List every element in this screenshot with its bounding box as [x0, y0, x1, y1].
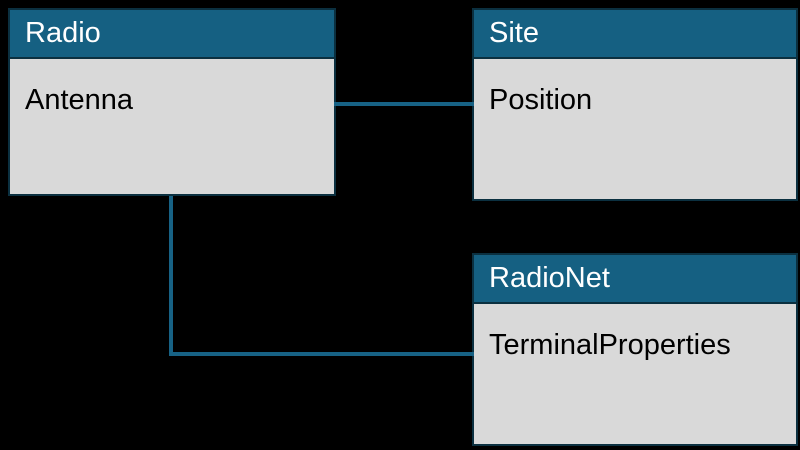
node-radionet-body: TerminalProperties	[474, 304, 796, 365]
node-radionet-title: RadioNet	[489, 262, 610, 294]
node-radio-attribute: Antenna	[25, 84, 134, 116]
node-radio: Radio Antenna	[8, 8, 336, 196]
node-site-attribute: Position	[489, 84, 593, 116]
node-radio-title: Radio	[25, 17, 101, 49]
node-radio-header: Radio	[10, 10, 334, 59]
connector-radio-site	[334, 102, 474, 106]
node-radio-body: Antenna	[10, 59, 334, 120]
node-radionet-attribute: TerminalProperties	[489, 329, 731, 361]
node-radionet: RadioNet TerminalProperties	[472, 253, 798, 446]
connector-radio-radionet-horizontal	[169, 352, 474, 356]
node-site: Site Position	[472, 8, 798, 201]
node-site-body: Position	[474, 59, 796, 120]
connector-radio-radionet-vertical	[169, 196, 173, 356]
node-radionet-header: RadioNet	[474, 255, 796, 304]
node-site-title: Site	[489, 17, 539, 49]
node-site-header: Site	[474, 10, 796, 59]
